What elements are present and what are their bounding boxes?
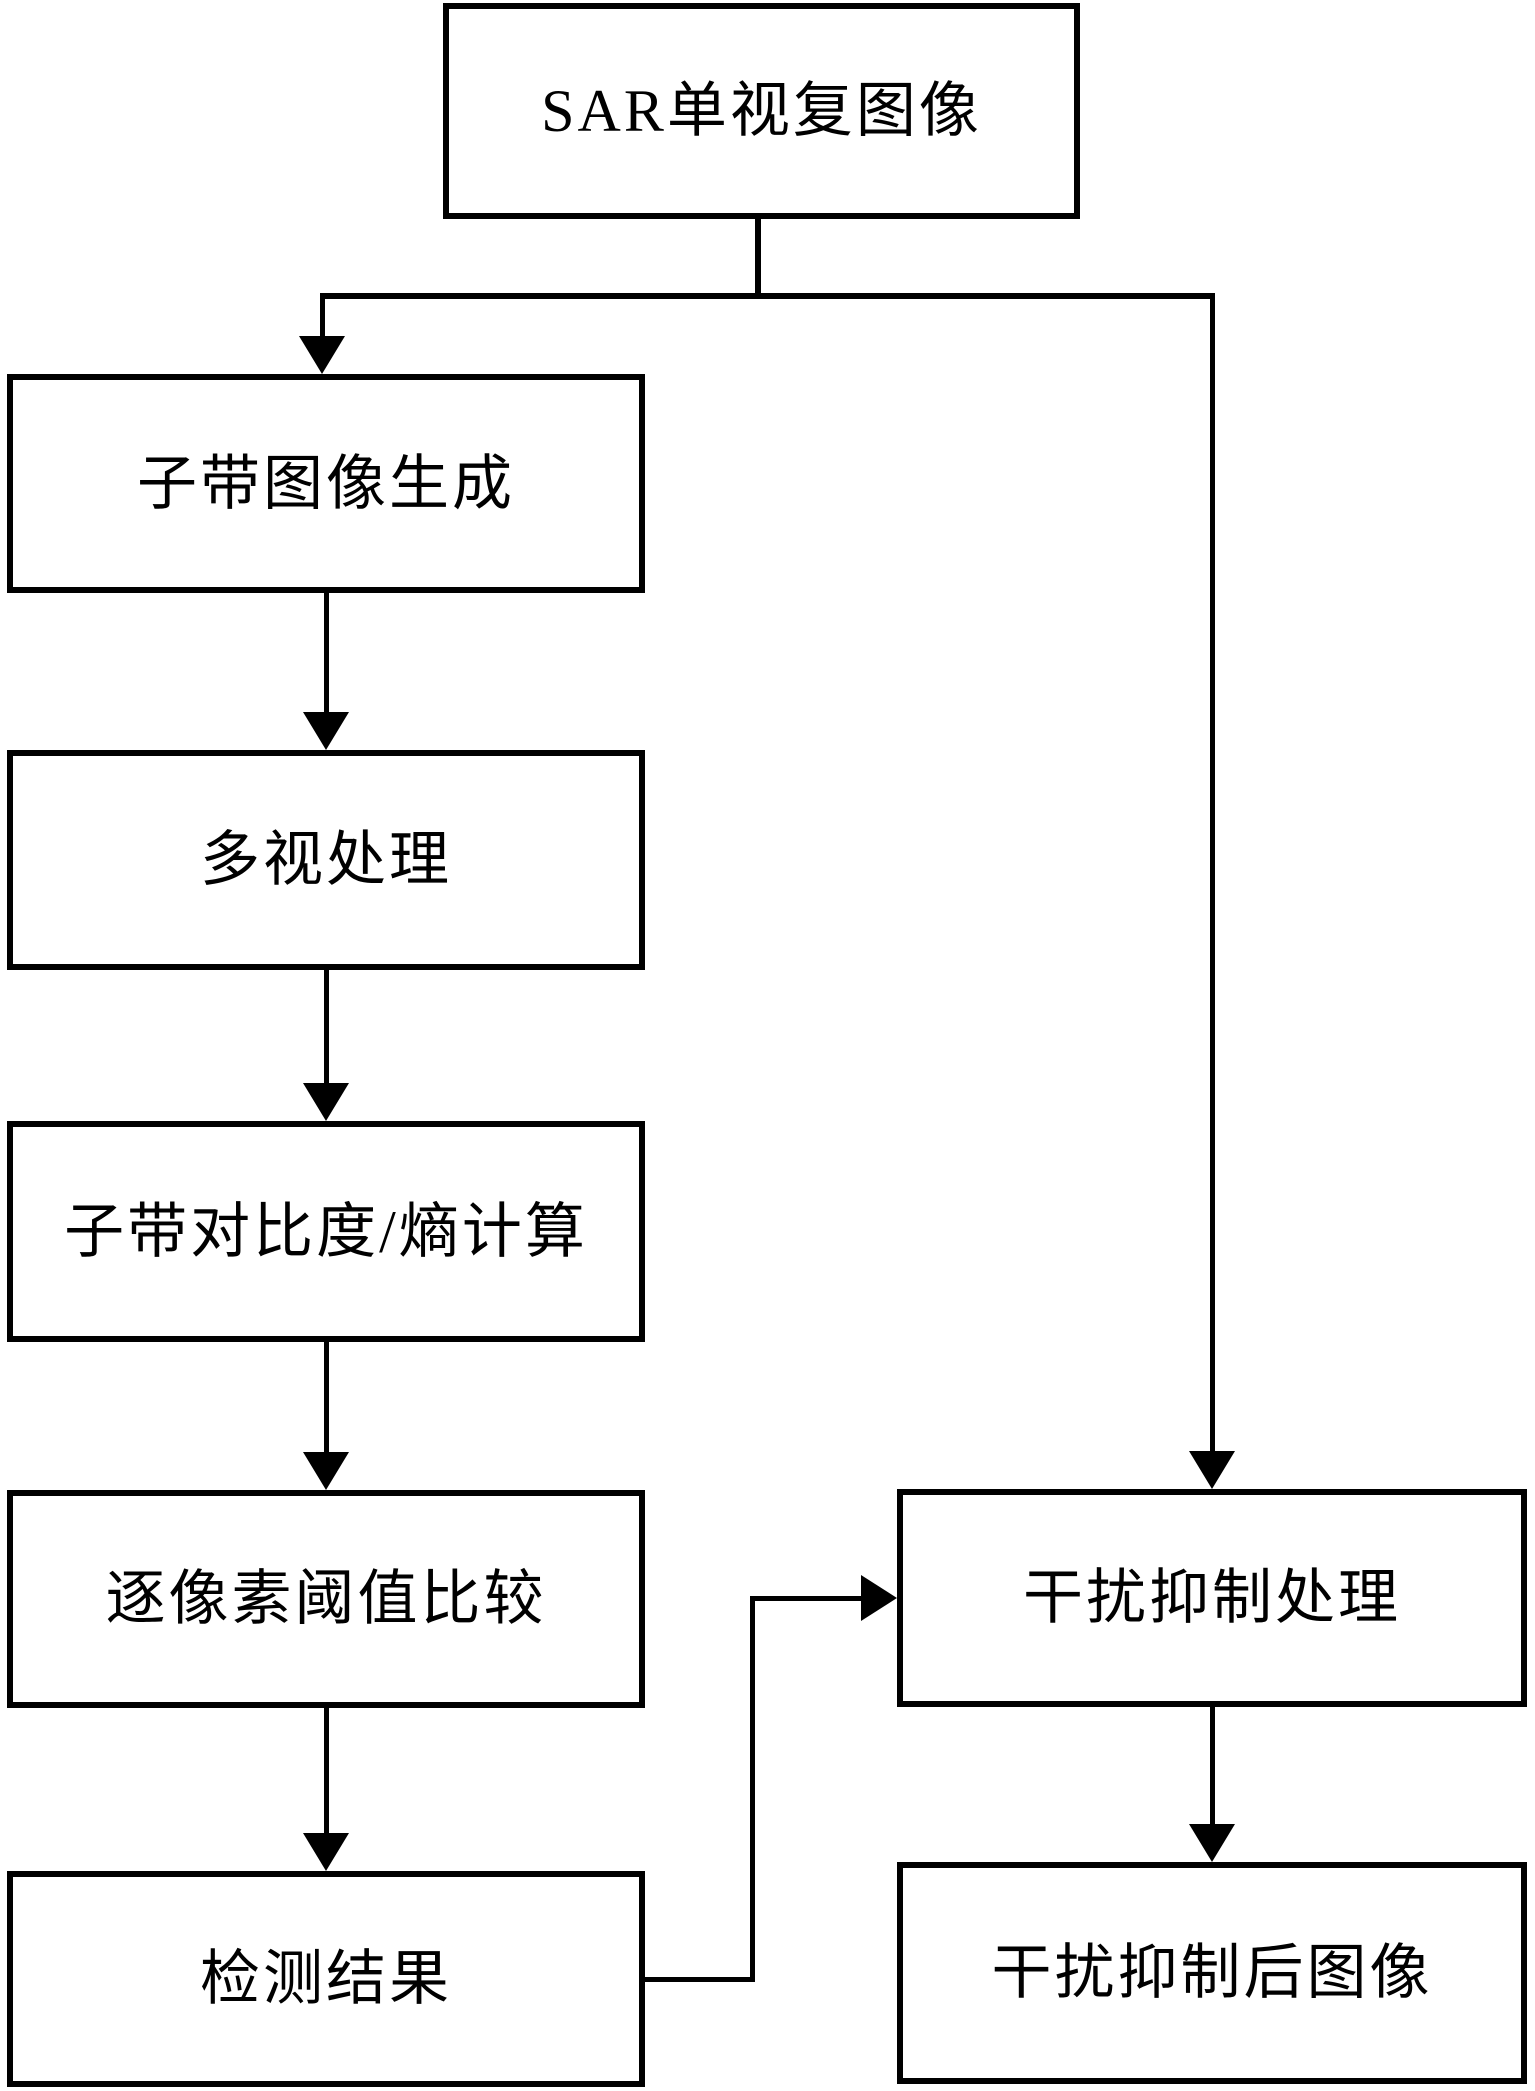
connector-detection-up-vertical	[750, 1596, 755, 1982]
node-label: 检测结果	[200, 1946, 452, 2012]
node-label: 逐像素阈值比较	[105, 1566, 547, 1632]
arrowhead-into-contrast	[303, 1083, 349, 1121]
node-label: 多视处理	[200, 827, 452, 893]
connector-multilook-to-contrast	[324, 970, 329, 1085]
connector-branch-to-subband	[320, 293, 325, 338]
arrowhead-into-output	[1189, 1824, 1235, 1862]
node-detection-result: 检测结果	[7, 1871, 645, 2087]
arrowhead-into-multilook	[303, 712, 349, 750]
connector-suppression-to-output	[1210, 1707, 1215, 1826]
connector-subband-to-multilook	[324, 593, 329, 714]
arrowhead-into-subband	[299, 336, 345, 374]
connector-branch-to-suppression	[1210, 293, 1215, 1453]
connector-contrast-to-threshold	[324, 1342, 329, 1454]
connector-detection-out-horizontal	[645, 1977, 755, 1982]
node-label: SAR单视复图像	[541, 78, 982, 144]
node-label: 干扰抑制处理	[1023, 1565, 1401, 1631]
arrowhead-into-suppression-top	[1189, 1451, 1235, 1489]
connector-branch-horizontal	[320, 293, 1215, 299]
connector-into-suppression-horizontal	[750, 1596, 862, 1601]
node-subband-image-generation: 子带图像生成	[7, 374, 645, 593]
node-interference-suppression-processing: 干扰抑制处理	[897, 1489, 1527, 1707]
node-per-pixel-threshold-comparison: 逐像素阈值比较	[7, 1490, 645, 1708]
connector-source-drop	[755, 219, 761, 299]
connector-threshold-to-detection	[324, 1708, 329, 1835]
node-subband-contrast-entropy-calculation: 子带对比度/熵计算	[7, 1121, 645, 1342]
node-label: 子带对比度/熵计算	[64, 1198, 588, 1265]
node-sar-single-look-complex-image: SAR单视复图像	[443, 3, 1080, 219]
node-image-after-interference-suppression: 干扰抑制后图像	[897, 1862, 1527, 2084]
node-label: 干扰抑制后图像	[991, 1940, 1433, 2006]
arrowhead-into-threshold	[303, 1452, 349, 1490]
node-label: 子带图像生成	[137, 450, 515, 517]
node-multilook-processing: 多视处理	[7, 750, 645, 970]
arrowhead-into-suppression-left	[861, 1575, 897, 1621]
arrowhead-into-detection	[303, 1833, 349, 1871]
